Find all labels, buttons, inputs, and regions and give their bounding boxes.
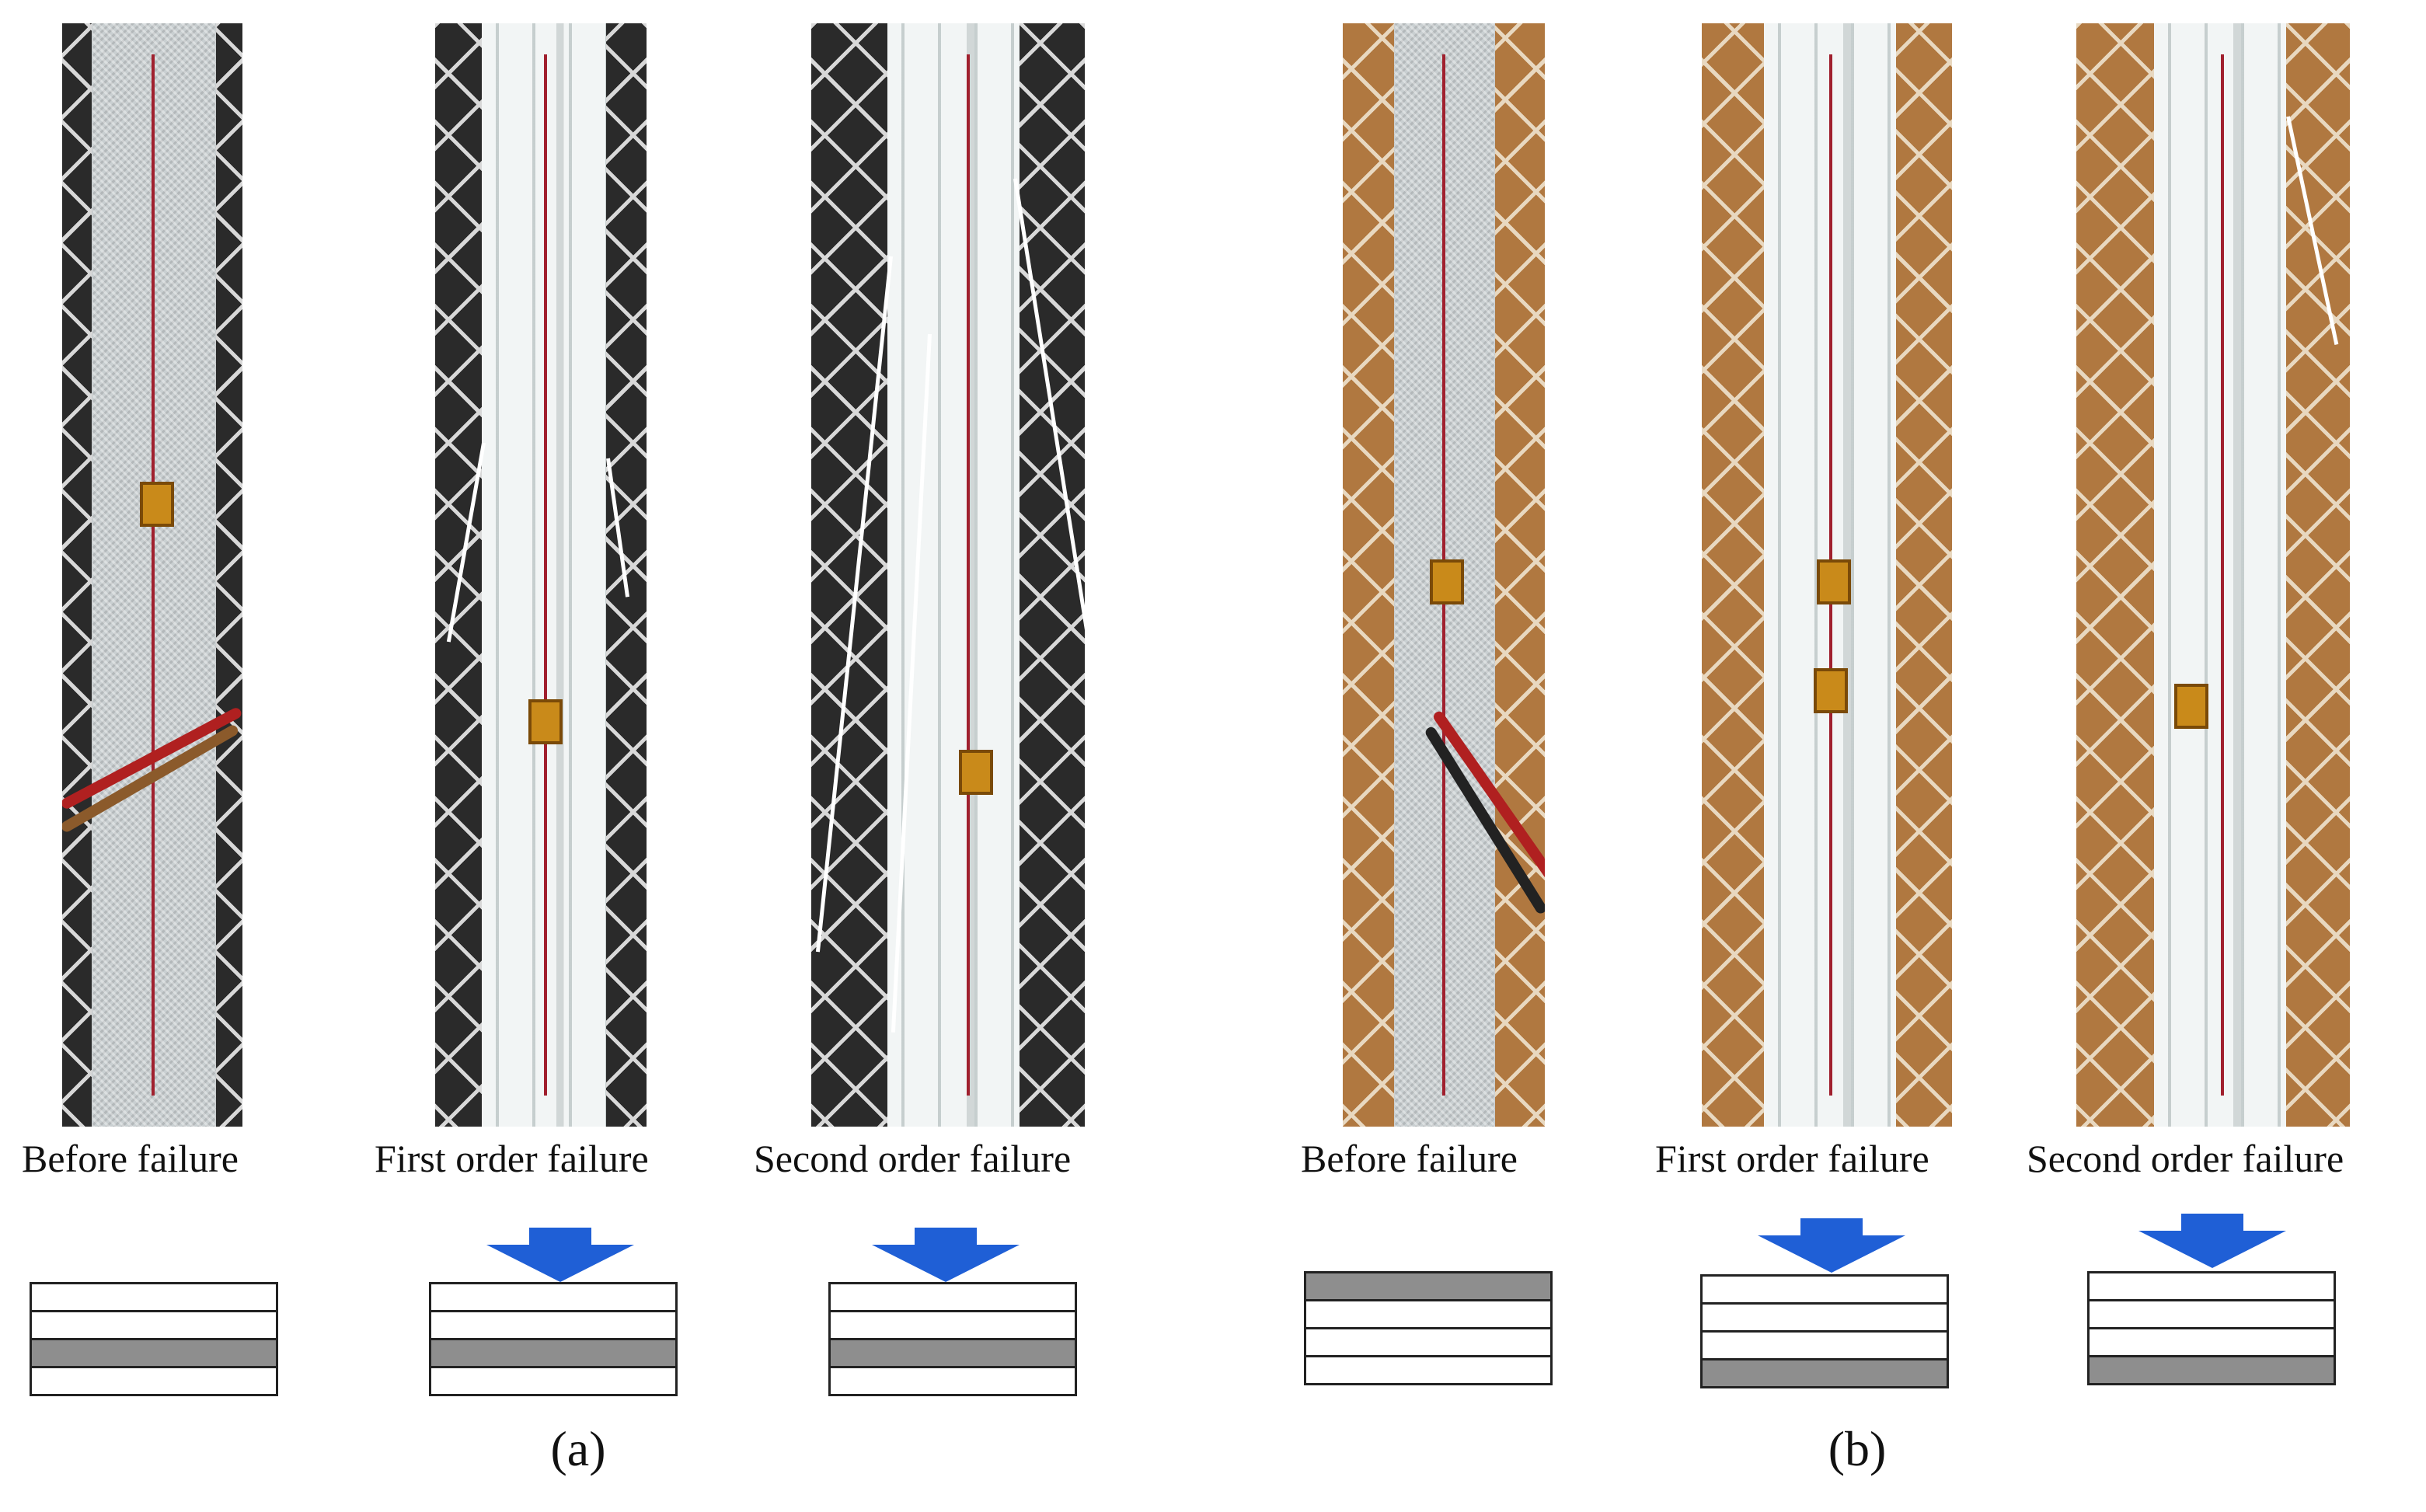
photo-b-second-order-failure (2076, 23, 2350, 1127)
caption-b-before-failure: Before failure (1301, 1137, 1518, 1180)
damaged-layer (831, 1340, 1075, 1368)
photo-b-first-order-failure (1702, 23, 1952, 1127)
intact-layer (1703, 1305, 1947, 1333)
damaged-layer (32, 1340, 276, 1368)
layer-stack-b-first-order-failure (1700, 1274, 1949, 1388)
photo-b-before-failure (1343, 23, 1545, 1127)
damaged-layer (1703, 1360, 1947, 1386)
panel-label-b: (b) (1828, 1421, 1887, 1476)
arrow-down-icon (1758, 1218, 1905, 1273)
layer-stack-b-second-order-failure (2087, 1271, 2336, 1385)
layer-stack-b-before-failure (1304, 1271, 1553, 1385)
intact-layer (831, 1312, 1075, 1340)
intact-layer (431, 1312, 675, 1340)
intact-layer (1306, 1357, 1550, 1383)
intact-layer (32, 1312, 276, 1340)
arrow-down-icon (486, 1228, 634, 1282)
photo-a-second-order-failure (811, 23, 1085, 1127)
intact-layer (2090, 1301, 2334, 1329)
caption-b-second-order-failure: Second order failure (2027, 1137, 2344, 1180)
panel-label-a: (a) (550, 1421, 606, 1476)
intact-layer (831, 1368, 1075, 1394)
intact-layer (32, 1284, 276, 1312)
caption-b-first-order-failure: First order failure (1655, 1137, 1929, 1180)
intact-layer (1703, 1333, 1947, 1360)
photo-a-before-failure (62, 23, 242, 1127)
layer-stack-a-second-order-failure (828, 1282, 1077, 1396)
intact-layer (32, 1368, 276, 1394)
caption-a-second-order-failure: Second order failure (754, 1137, 1072, 1180)
intact-layer (2090, 1273, 2334, 1301)
intact-layer (831, 1284, 1075, 1312)
layer-stack-a-first-order-failure (429, 1282, 678, 1396)
damaged-layer (1306, 1273, 1550, 1301)
intact-layer (2090, 1329, 2334, 1357)
damaged-layer (2090, 1357, 2334, 1383)
intact-layer (1306, 1329, 1550, 1357)
layer-stack-a-before-failure (30, 1282, 278, 1396)
damaged-layer (431, 1340, 675, 1368)
intact-layer (431, 1284, 675, 1312)
arrow-down-icon (2138, 1214, 2286, 1268)
intact-layer (1306, 1301, 1550, 1329)
intact-layer (431, 1368, 675, 1394)
caption-a-first-order-failure: First order failure (375, 1137, 649, 1180)
caption-a-before-failure: Before failure (22, 1137, 239, 1180)
photo-a-first-order-failure (435, 23, 647, 1127)
intact-layer (1703, 1277, 1947, 1305)
arrow-down-icon (872, 1228, 1020, 1282)
